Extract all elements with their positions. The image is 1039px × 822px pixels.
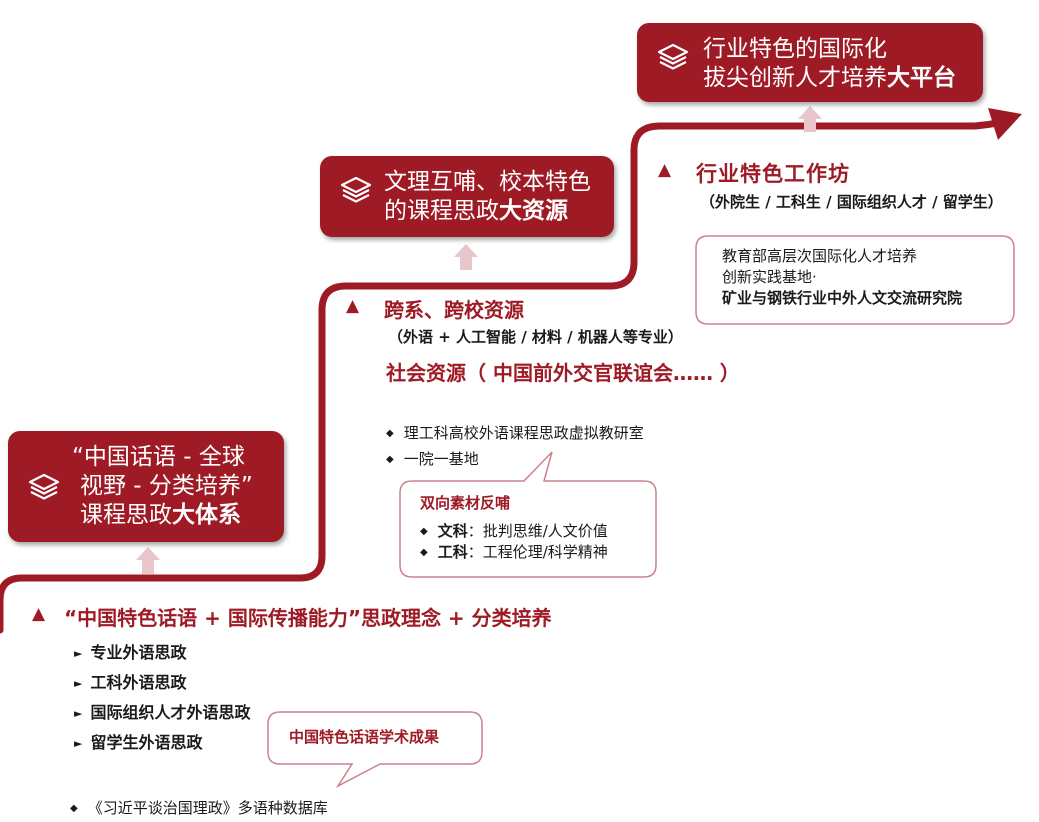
layers-icon (657, 43, 689, 70)
list-item: ◆一院一基地 (386, 450, 479, 468)
resources-title: 跨系、跨校资源 (384, 298, 524, 322)
arrow-bullet-icon: ► (74, 647, 83, 660)
resource-line1: 文理互哺、校本特色 (384, 169, 591, 195)
diamond-bullet-icon: ◆ (386, 428, 394, 439)
industry-callout-text: 教育部高层次国际化人才培养 创新实践基地· 矿业与钢铁行业中外人文交流研究院 (722, 246, 962, 309)
resource-box: 文理互哺、校本特色 的课程思政大资源 (320, 156, 614, 237)
diamond-bullet-icon: ◆ (420, 547, 428, 558)
arrow-bullet-icon: ► (74, 737, 83, 750)
list-item: ►国际组织人才外语思政 (74, 703, 251, 722)
diamond-bullet-icon: ◆ (70, 803, 78, 814)
up-arrow-mid (454, 244, 478, 270)
industry-title: 行业特色工作坊 (696, 162, 850, 186)
social-resources: 社会资源（ 中国前外交官联谊会…… ） (386, 361, 740, 385)
industry-callout-line1: 教育部高层次国际化人才培养 (722, 247, 918, 265)
up-arrow-top (798, 106, 822, 132)
layers-icon (340, 176, 372, 203)
feedback-title: 双向素材反哺 (420, 494, 511, 512)
platform-box: 行业特色的国际化 拔尖创新人才培养大平台 (637, 23, 983, 102)
concept-title: “中国特色话语 + 国际传播能力”思政理念 + 分类培养 (64, 606, 552, 630)
industry-callout-line2: 创新实践基地· (722, 268, 817, 286)
triangle-marker-icon: ▲ (346, 296, 360, 316)
path-arrowhead (988, 108, 1022, 140)
platform-line2: 拔尖创新人才培养大平台 (703, 65, 956, 91)
system-line1: “中国话语 - 全球 (72, 444, 245, 470)
system-line2: 视野 - 分类培养” (80, 473, 253, 499)
triangle-marker-icon: ▲ (658, 160, 672, 180)
industry-callout-line3: 矿业与钢铁行业中外人文交流研究院 (722, 289, 963, 307)
industry-subtitle: （外院生 / 工科生 / 国际组织人才 / 留学生） (700, 193, 1003, 211)
industry-callout-bubble (695, 235, 1015, 325)
arrow-bullet-icon: ► (74, 707, 83, 720)
platform-line1: 行业特色的国际化 (703, 36, 887, 62)
diamond-bullet-icon: ◆ (386, 454, 394, 465)
triangle-marker-icon: ▲ (32, 604, 46, 624)
academic-callout-text: 中国特色话语学术成果 (289, 728, 440, 746)
feedback-callout-bubble (399, 451, 657, 578)
list-item: ►专业外语思政 (74, 643, 187, 662)
system-line3: 课程思政大体系 (80, 502, 241, 528)
list-item: ◆工科：工程伦理/科学精神 (420, 543, 608, 561)
list-item: ►留学生外语思政 (74, 733, 203, 752)
list-item: ◆理工科高校外语课程思政虚拟教研室 (386, 424, 644, 442)
up-arrow-low (136, 547, 160, 574)
diamond-bullet-icon: ◆ (420, 526, 428, 537)
resources-subtitle: （外语 + 人工智能 / 材料 / 机器人等专业） (388, 328, 683, 346)
arrow-bullet-icon: ► (74, 677, 83, 690)
list-item: ◆《习近平谈治国理政》多语种数据库 (70, 799, 328, 817)
resource-line2: 的课程思政大资源 (384, 198, 568, 224)
system-box: “中国话语 - 全球 视野 - 分类培养” 课程思政大体系 (8, 431, 284, 542)
layers-icon (28, 473, 60, 500)
list-item: ►工科外语思政 (74, 673, 187, 692)
academic-callout-bubble (267, 711, 483, 788)
list-item: ◆文科：批判思维/人文价值 (420, 522, 608, 540)
